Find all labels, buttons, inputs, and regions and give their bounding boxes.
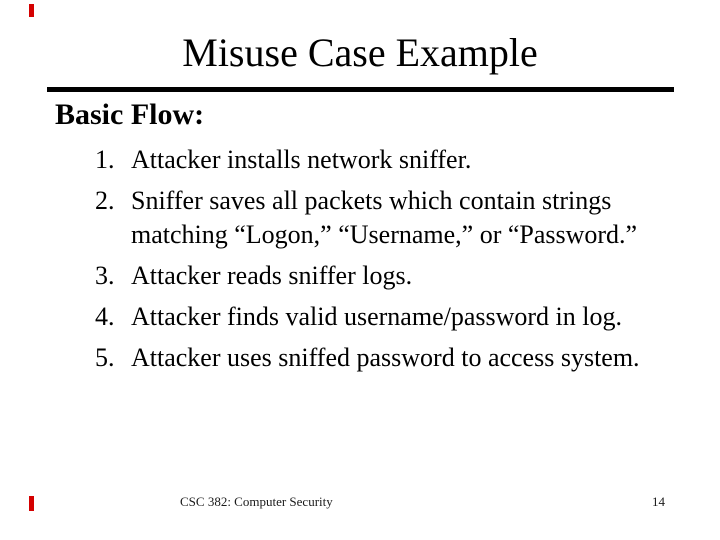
list-item-number: 5.	[95, 343, 115, 372]
list-item-number: 3.	[95, 261, 115, 290]
list-item-text: Attacker installs network sniffer.	[131, 145, 472, 174]
list-item-number: 2.	[95, 186, 115, 215]
footer-course-label: CSC 382: Computer Security	[180, 494, 333, 509]
list-item-number: 4.	[95, 302, 115, 331]
list-item-text: Attacker finds valid username/password i…	[131, 302, 622, 331]
footer-page-number: 14	[652, 494, 665, 509]
left-edge-accent-bottom	[29, 496, 34, 511]
title-divider-rule	[47, 87, 674, 92]
list-item-text: Sniffer saves all packets which contain …	[131, 186, 638, 249]
list-item: 2. Sniffer saves all packets which conta…	[95, 184, 670, 252]
list-item: 4. Attacker finds valid username/passwor…	[95, 300, 670, 334]
list-item-number: 1.	[95, 145, 115, 174]
list-item-text: Attacker reads sniffer logs.	[131, 261, 413, 290]
list-item-text: Attacker uses sniffed password to access…	[131, 343, 640, 372]
list-item: 5. Attacker uses sniffed password to acc…	[95, 341, 670, 375]
slide-title: Misuse Case Example	[182, 30, 538, 75]
numbered-list: 1. Attacker installs network sniffer. 2.…	[95, 143, 670, 382]
list-item: 1. Attacker installs network sniffer.	[95, 143, 670, 177]
left-edge-accent-top	[29, 4, 34, 17]
basic-flow-heading: Basic Flow:	[55, 98, 205, 131]
list-item: 3. Attacker reads sniffer logs.	[95, 259, 670, 293]
